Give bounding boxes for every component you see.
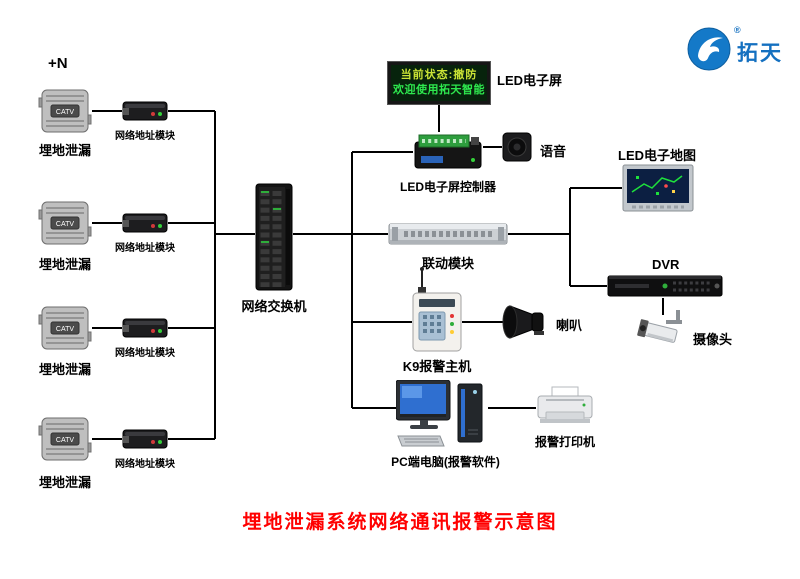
voice-speaker bbox=[502, 132, 532, 167]
module-label-1: 网络地址模块 bbox=[115, 131, 175, 142]
pc-workstation bbox=[395, 379, 488, 455]
brand-logo-icon bbox=[686, 26, 732, 77]
led-controller bbox=[413, 132, 483, 177]
linkage-label: 联动模块 bbox=[421, 256, 474, 271]
camera-label: 摄像头 bbox=[693, 332, 733, 347]
catv-text: CATV bbox=[56, 326, 74, 333]
leak-detector-1: CATV bbox=[38, 88, 92, 139]
plus-n-label: +N bbox=[48, 55, 68, 72]
leak-label-1: 埋地泄漏 bbox=[38, 143, 91, 158]
camera-device bbox=[636, 310, 688, 359]
printer-label: 报警打印机 bbox=[534, 435, 595, 449]
pc-label: PC端电脑(报警软件) bbox=[391, 455, 500, 469]
leak-detector-4: CATV bbox=[38, 416, 92, 467]
led-display: 当前状态:撤防 欢迎使用拓天智能 bbox=[388, 62, 490, 104]
registered-mark: ® bbox=[734, 25, 741, 35]
diagram-title: 埋地泄漏系统网络通讯报警示意图 bbox=[242, 512, 558, 533]
led-screen-label: LED电子屏 bbox=[497, 73, 563, 88]
led-display-line2: 欢迎使用拓天智能 bbox=[393, 84, 485, 96]
led-map-label: LED电子地图 bbox=[618, 148, 697, 163]
module-label-2: 网络地址模块 bbox=[115, 243, 175, 254]
leak-label-2: 埋地泄漏 bbox=[38, 257, 91, 272]
catv-text: CATV bbox=[56, 109, 74, 116]
module-label-3: 网络地址模块 bbox=[115, 348, 175, 359]
address-module-1 bbox=[122, 99, 168, 128]
dvr-label: DVR bbox=[652, 257, 680, 272]
network-switch bbox=[255, 183, 293, 296]
module-label-4: 网络地址模块 bbox=[115, 459, 175, 470]
leak-label-3: 埋地泄漏 bbox=[38, 362, 91, 377]
linkage-module bbox=[388, 221, 508, 252]
brand-name: 拓天 bbox=[737, 42, 783, 65]
address-module-3 bbox=[122, 316, 168, 345]
leak-label-4: 埋地泄漏 bbox=[38, 475, 91, 490]
leak-detector-3: CATV bbox=[38, 305, 92, 356]
address-module-4 bbox=[122, 427, 168, 456]
catv-text: CATV bbox=[56, 221, 74, 228]
switch-label: 网络交换机 bbox=[241, 299, 307, 314]
k9-label: K9报警主机 bbox=[402, 359, 472, 374]
horn-label: 喇叭 bbox=[556, 318, 583, 333]
controller-label: LED电子屏控制器 bbox=[399, 180, 496, 194]
voice-label: 语音 bbox=[540, 144, 567, 159]
dvr-device bbox=[607, 274, 723, 303]
leak-detector-2: CATV bbox=[38, 200, 92, 251]
led-display-line1: 当前状态:撤防 bbox=[400, 68, 478, 81]
k9-alarm-host bbox=[410, 266, 464, 359]
catv-text: CATV bbox=[56, 437, 74, 444]
horn-speaker bbox=[500, 302, 548, 347]
alarm-printer bbox=[536, 386, 594, 433]
address-module-2 bbox=[122, 211, 168, 240]
led-map-display bbox=[622, 164, 694, 217]
